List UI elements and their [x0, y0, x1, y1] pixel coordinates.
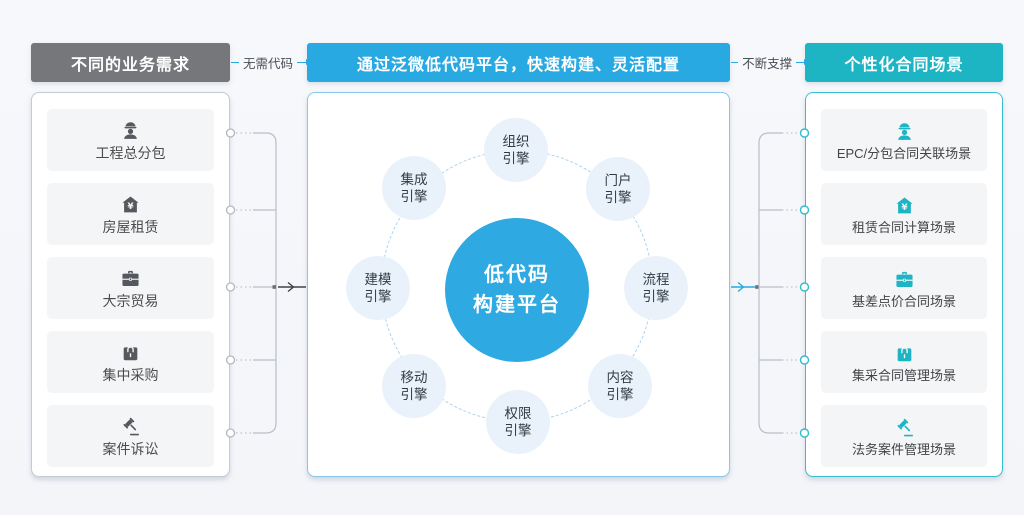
- card-central-procurement: 集中采购: [47, 331, 214, 393]
- card-label: 工程总分包: [95, 145, 166, 161]
- flow-label-no-code: 无需代码: [231, 53, 311, 72]
- middle-header: 通过泛微低代码平台，快速构建、灵活配置: [307, 43, 730, 82]
- engine-portal: 门户引擎: [586, 157, 650, 221]
- briefcase-icon: [122, 270, 139, 287]
- card-procurement-mgmt-scenario: 集采合同管理场景: [821, 331, 987, 393]
- arrow-right-icon: [796, 59, 809, 65]
- worker-icon: [124, 122, 137, 139]
- house-yen-icon: [895, 196, 913, 213]
- card-engineering-subcontract: 工程总分包: [47, 109, 214, 171]
- card-label: 集采合同管理场景: [851, 367, 956, 383]
- card-bulk-trade: 大宗贸易: [47, 257, 214, 319]
- flow-dash: [731, 62, 739, 63]
- card-label: 基差点价合同场景: [851, 293, 956, 309]
- business-needs-panel: 工程总分包 房屋租赁 大宗贸易 集中采购 案件诉讼: [31, 92, 230, 477]
- engine-modeling: 建模引擎: [346, 256, 410, 320]
- shopping-bag-icon: [896, 346, 912, 362]
- junction-dot: [755, 285, 759, 289]
- house-yen-icon: [122, 196, 139, 213]
- arrow-right-icon: [737, 281, 745, 293]
- engine-permission: 权限引擎: [486, 390, 550, 454]
- card-epc-subcontract-scenario: EPC/分包合同关联场景: [821, 109, 987, 171]
- arrow-right-icon: [287, 281, 295, 293]
- engine-integration: 集成引擎: [382, 156, 446, 220]
- gavel-icon: [122, 416, 141, 436]
- flow-label-text: 不断支撑: [742, 57, 793, 71]
- briefcase-icon: [895, 271, 913, 287]
- card-litigation: 案件诉讼: [47, 405, 214, 467]
- engine-label: 集成引擎: [400, 172, 428, 204]
- card-label: 租赁合同计算场景: [851, 219, 956, 235]
- engine-label: 内容引擎: [606, 370, 634, 402]
- flow-label-support: 不断支撑: [731, 53, 809, 72]
- card-label: 法务案件管理场景: [851, 441, 956, 457]
- engine-mobile: 移动引擎: [382, 354, 446, 418]
- hub-title-line1: 低代码: [484, 264, 550, 286]
- engine-organization: 组织引擎: [484, 118, 548, 182]
- right-header: 个性化合同场景: [805, 43, 1003, 82]
- engine-label: 移动引擎: [400, 370, 428, 402]
- low-code-platform-hub: 低代码 构建平台: [445, 218, 589, 362]
- card-rental-calc-scenario: 租赁合同计算场景: [821, 183, 987, 245]
- hub-title-line2: 构建平台: [473, 294, 561, 316]
- flow-dash: [231, 62, 240, 63]
- card-label: 案件诉讼: [102, 441, 159, 457]
- card-label: 集中采购: [102, 367, 159, 383]
- card-house-rental: 房屋租赁: [47, 183, 214, 245]
- engine-label: 建模引擎: [364, 272, 392, 304]
- engine-label: 流程引擎: [642, 272, 670, 304]
- card-label: EPC/分包合同关联场景: [836, 145, 972, 161]
- shopping-bag-icon: [122, 346, 139, 361]
- card-legal-case-scenario: 法务案件管理场景: [821, 405, 987, 467]
- left-header: 不同的业务需求: [31, 43, 230, 82]
- card-basis-pricing-scenario: 基差点价合同场景: [821, 257, 987, 319]
- junction-dot: [272, 285, 277, 289]
- contract-scenarios-panel: EPC/分包合同关联场景 租赁合同计算场景 基差点价合同场景 集采合同管理场景 …: [805, 92, 1003, 477]
- engine-process: 流程引擎: [624, 256, 688, 320]
- engine-label: 组织引擎: [502, 134, 530, 166]
- card-label: 大宗贸易: [102, 293, 159, 309]
- engine-content: 内容引擎: [588, 354, 652, 418]
- gavel-icon: [895, 417, 914, 436]
- card-label: 房屋租赁: [102, 219, 159, 235]
- flow-label-text: 无需代码: [243, 57, 294, 71]
- worker-icon: [897, 122, 911, 140]
- arrow-right-icon: [297, 59, 311, 65]
- engine-label: 权限引擎: [504, 406, 532, 438]
- engine-label: 门户引擎: [604, 173, 632, 205]
